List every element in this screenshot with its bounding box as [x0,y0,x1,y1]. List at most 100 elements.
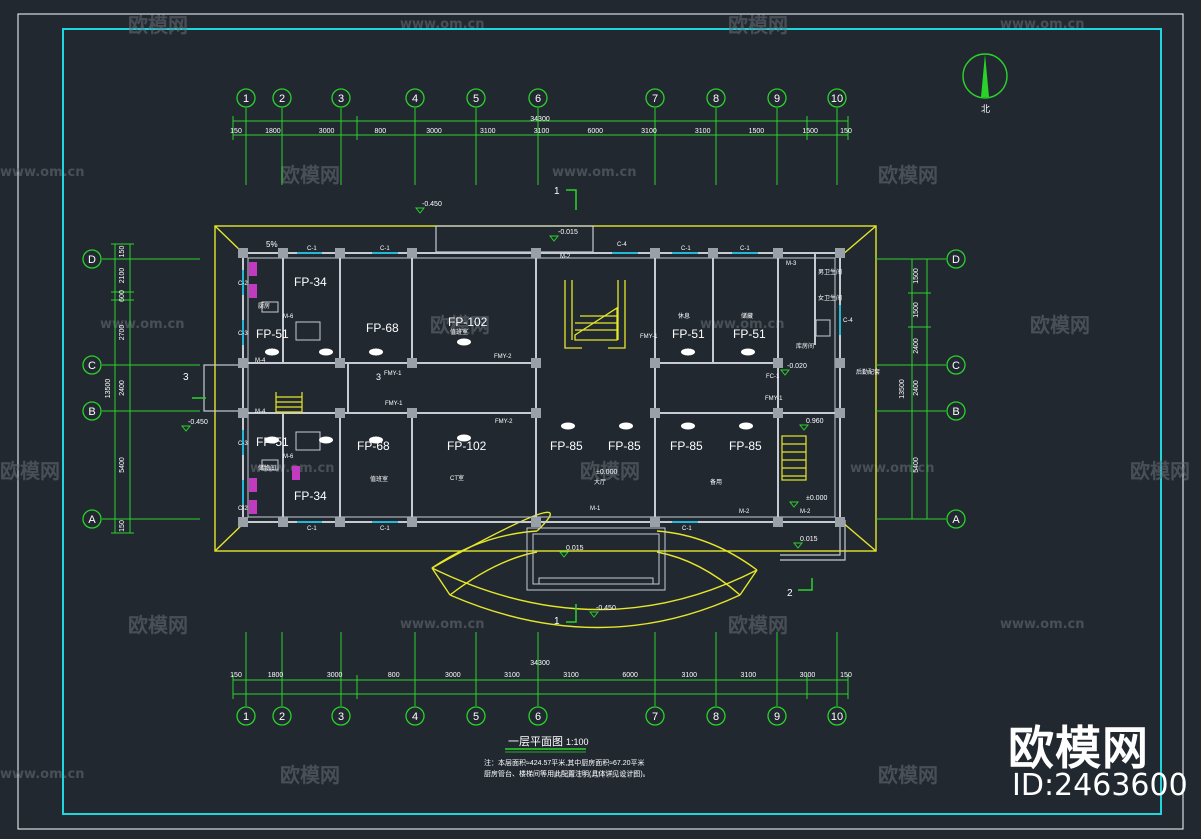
dimension-value: 3000 [800,672,816,679]
ceiling-light [619,422,633,430]
structural-column [238,408,248,418]
axis-bubble [331,706,351,726]
drawing-scale: 1:100 [566,737,589,747]
note-line-2: 厨房管台、楼梯间等用此配置注明(具体详见设计图)。 [484,769,650,778]
axis-label: 6 [535,93,541,105]
dimension-value: 600 [119,290,126,302]
ceiling-light [369,436,383,444]
watermark-url: www.om.cn [400,17,485,32]
north-arrow: 北 [962,53,1008,114]
fixture-tag: FP-51 [672,327,705,341]
window-tag: C-1 [740,246,750,252]
axis-bubble [236,88,256,108]
room-label: 值班室 [370,475,388,483]
axis-label: 5 [473,93,479,105]
ceiling-light [681,348,695,356]
section-mark: 3 [376,372,381,382]
dimension-value: 1500 [802,128,818,135]
door-tag: M-1 [590,506,601,512]
watermark-text: 欧模网 [1130,459,1190,483]
section-bar [566,189,577,210]
door-tag: M-2 [739,509,750,515]
structural-column [407,248,417,258]
door-tag: FMY-1 [385,401,403,407]
fixture-tag: FP-102 [448,315,488,329]
dimension-value: 2400 [913,338,920,354]
structural-column [650,358,660,368]
dimension-value: 3100 [480,128,496,135]
section-mark: 1 [554,186,560,197]
window-tag: C-2 [238,506,248,512]
room-label: 休息 [678,312,690,320]
dimension-value: 3000 [426,128,442,135]
level-mark: -0.450 [188,419,208,426]
door-tag: FC-1 [766,374,780,380]
sanitary-fixtures [249,262,300,514]
window-tag: C-3 [238,441,248,447]
door-tag: FMY-1 [384,371,402,377]
watermark-url: www.om.cn [0,767,85,782]
brand-id: ID:2463600 [1012,768,1188,803]
fixture-tag: FP-51 [256,435,289,449]
structural-column [773,358,783,368]
dimension-value: 3000 [327,672,343,679]
axis-label: 2 [279,93,285,105]
structural-column [278,517,288,527]
axis-label: C [952,360,960,372]
fixture-tag: FP-85 [608,439,641,453]
dimension-value: 3000 [319,128,335,135]
axis-label: B [88,406,95,418]
structural-column [835,408,845,418]
dimension-total: 13500 [899,379,906,399]
level-triangle [558,551,570,558]
axis-bubble [82,401,102,421]
watermark-url: www.om.cn [1000,17,1085,32]
right-annex [780,520,846,561]
columns [238,248,845,527]
dimension-value: 2400 [913,380,920,396]
window-tag: C-1 [380,246,390,252]
axis-bubble [946,249,966,269]
room-label: 储藏 [741,312,753,320]
door-tag: M-4 [255,409,266,415]
axis-bubble [82,509,102,529]
dimension-value: 3100 [741,672,757,679]
watermark-url: www.om.cn [100,317,185,332]
axis-bubble [528,706,548,726]
note-line-1: 注：本层面积≈424.57平米,其中厨房面积≈67.20平米 [484,758,645,767]
structural-column [407,358,417,368]
axis-bubble [405,706,425,726]
window-tag: C-1 [682,526,692,532]
structural-column [335,358,345,368]
ceiling-light [741,348,755,356]
watermark-url: www.om.cn [552,165,637,180]
watermark-text: 欧模网 [878,763,938,787]
axis-label: 1 [243,93,249,105]
dimension-value: 1800 [268,672,284,679]
room-label: 男卫生间 [818,268,842,276]
door-tag: M-2 [560,254,571,260]
axis-bubble [82,249,102,269]
slope-label: 5% [266,240,278,249]
axis-label: 3 [338,93,344,105]
axis-bubble [946,509,966,529]
room-label: 库房间 [796,342,814,350]
axis-label: C [88,360,96,372]
window-tag: C-1 [380,526,390,532]
door-tag: M-6 [283,314,294,320]
axis-bubble [272,706,292,726]
dimension-value: 800 [388,672,400,679]
structural-column [773,408,783,418]
axis-label: A [952,514,960,526]
axis-label: 7 [652,93,658,105]
structural-column [835,248,845,258]
left-stair [275,392,303,413]
axis-label: 4 [412,711,418,723]
ceiling-light [319,436,333,444]
window-tag: C-4 [843,318,853,324]
watermark-text: 欧模网 [728,613,788,637]
ceiling-light [265,436,279,444]
building-walls [242,252,841,523]
dimension-value: 150 [230,672,242,679]
